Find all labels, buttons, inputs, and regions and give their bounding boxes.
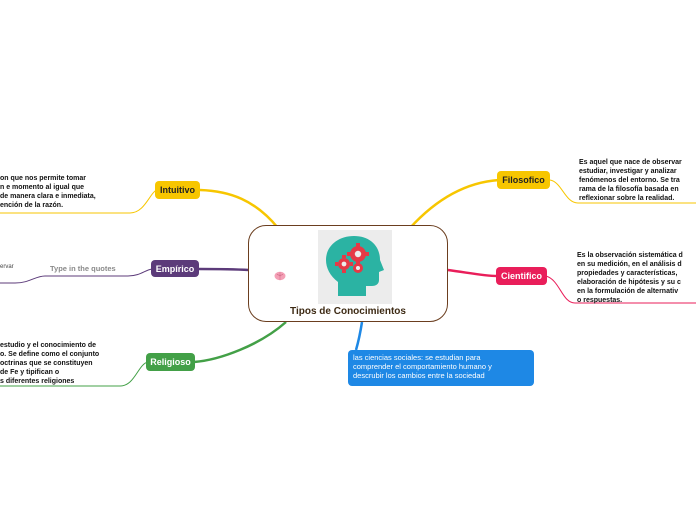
connector-intuitivo (199, 188, 279, 229)
connector-filosofico (409, 178, 500, 229)
brain-icon (274, 268, 286, 281)
empirico-quote-placeholder[interactable]: Type in the quotes (50, 264, 116, 273)
ciencias-sociales-note[interactable]: las ciencias sociales: se estudian para … (348, 350, 534, 386)
filosofico-text: Es aquel que nace de observar estudiar, … (579, 159, 682, 202)
underline-religioso (0, 361, 149, 387)
connector-empirico (198, 267, 250, 272)
underline-empirico (0, 268, 153, 284)
cientifico-text: Es la observación sistemática d en su me… (577, 252, 683, 304)
node-filosofico[interactable]: Filosofico (497, 171, 550, 189)
connector-religioso (193, 321, 287, 364)
node-empirico[interactable]: Empírico (151, 260, 199, 277)
node-religioso-label: Religioso (150, 357, 191, 367)
node-cientifico[interactable]: Cientifico (496, 267, 547, 285)
node-religioso[interactable]: Religioso (146, 353, 195, 371)
underline-intuitivo (0, 189, 158, 214)
node-intuitivo[interactable]: Intuitivo (155, 181, 200, 199)
node-cientifico-label: Cientifico (500, 271, 542, 281)
central-title: Tipos de Conocimientos (290, 306, 406, 317)
religioso-text: estudio y el conocimiento de o. Se defin… (0, 342, 100, 385)
head-with-gears-icon (318, 230, 392, 304)
node-filosofico-label: Filosofico (502, 175, 545, 185)
underline-cientifico (545, 275, 696, 304)
intuitivo-text: on que nos permite tomar n e momento al … (0, 175, 96, 209)
node-empirico-label: Empírico (155, 263, 195, 274)
connector-cientifico (447, 268, 498, 278)
connector-ciencias-sociales (354, 321, 364, 351)
empirico-side-label: ervar (0, 264, 14, 270)
underline-filosofico (549, 179, 696, 204)
node-intuitivo-label: Intuitivo (160, 185, 195, 195)
